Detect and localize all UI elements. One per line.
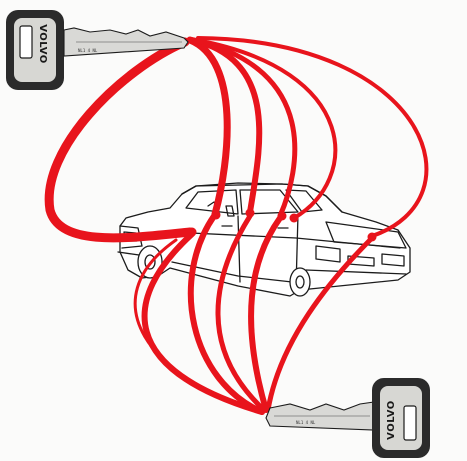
key-bottom: NL1 4 NL VOLVO: [266, 378, 430, 458]
driver-door-lock-dot: [188, 228, 197, 237]
rear-right-lock-dot: [290, 214, 299, 223]
key-bottom-brand: VOLVO: [386, 400, 397, 440]
glovebox-lock-dot: [212, 211, 221, 220]
key-bottom-slot: [404, 406, 416, 440]
key-top-brand: VOLVO: [37, 24, 48, 64]
key-top-stamp: NL1 4 NL: [78, 48, 98, 53]
rear-door-lock-dot: [278, 212, 287, 221]
rear-wheel: [290, 268, 310, 296]
key-top-slot: [20, 26, 32, 58]
trunk-lock-dot: [368, 233, 377, 242]
key-top: VOLVO NL1 4 NL: [6, 10, 188, 90]
ignition-lock-dot: [246, 209, 255, 218]
key-bottom-stamp: NL1 4 NL: [296, 420, 316, 425]
